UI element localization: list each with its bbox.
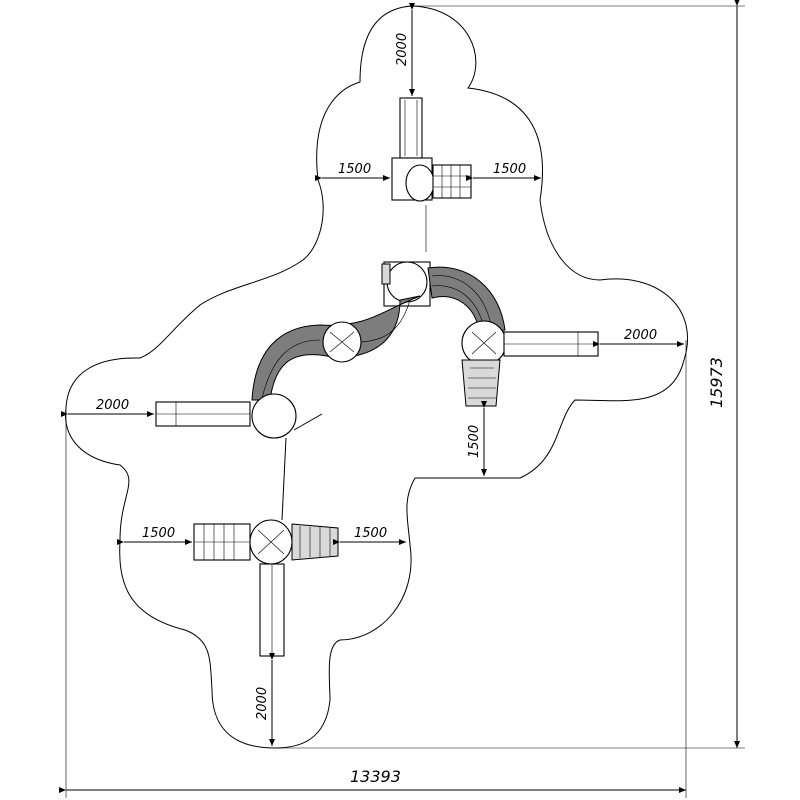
top-tower-left-label: 1500	[338, 162, 371, 177]
safety-zone-outline	[65, 5, 689, 749]
bottom-tower	[193, 519, 339, 657]
bottom-tower-left-dimension: 1500	[117, 526, 192, 545]
bottom-tower-right-dimension: 1500	[333, 526, 406, 545]
top-tower-right-dimension: 1500	[466, 162, 541, 181]
bottom-slide-label: 2000	[255, 687, 270, 720]
overall-height-dimension: 15973	[275, 0, 745, 749]
bottom-slide-dimension: 2000	[255, 653, 275, 746]
curved-tunnel-right	[427, 266, 506, 336]
top-tower-right-label: 1500	[493, 162, 526, 177]
right-slide-label: 2000	[624, 328, 657, 343]
bottom-tower-left-label: 1500	[142, 526, 175, 541]
left-slide	[155, 401, 251, 427]
top-tower-left-dimension: 1500	[315, 162, 390, 181]
top-tower-up-label: 2000	[395, 33, 410, 66]
right-slide-dimension: 2000	[593, 328, 684, 347]
right-tower	[461, 320, 599, 407]
top-tower-up-dimension: 2000	[395, 3, 415, 96]
left-slide-label: 2000	[96, 398, 129, 413]
middle-tower	[322, 321, 362, 363]
right-tower-down-label: 1500	[467, 425, 482, 458]
right-tower-down-dimension: 1500	[467, 401, 487, 476]
bottom-tower-right-label: 1500	[354, 526, 387, 541]
overall-width-dimension: 13393	[59, 340, 687, 798]
overall-width-label: 13393	[350, 767, 401, 786]
left-tower	[251, 393, 323, 521]
left-slide-dimension: 2000	[61, 398, 154, 417]
top-tower	[391, 97, 472, 252]
overall-height-label: 15973	[707, 357, 726, 408]
